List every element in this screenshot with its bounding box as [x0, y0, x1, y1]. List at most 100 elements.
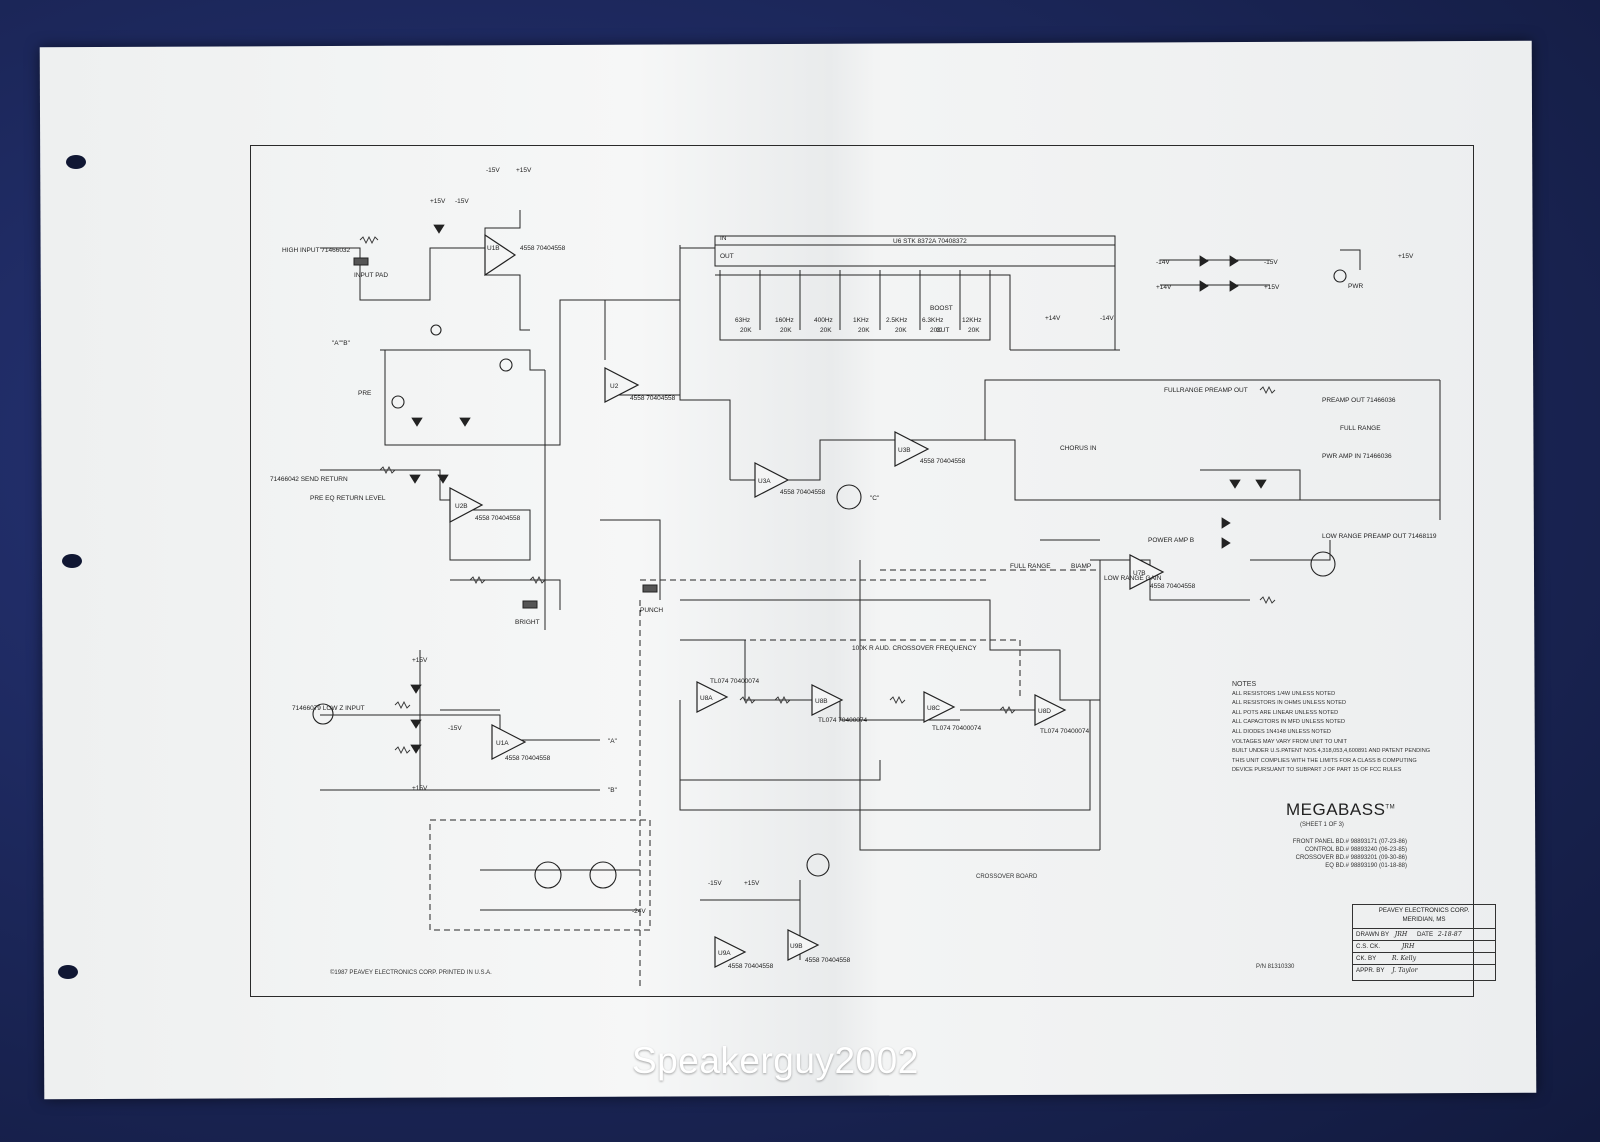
copyright: ©1987 PEAVEY ELECTRONICS CORP. PRINTED I…	[330, 970, 492, 976]
wire	[679, 700, 1091, 811]
wire	[680, 599, 1100, 701]
product-title: MEGABASSTM	[1286, 800, 1395, 820]
resistor	[739, 695, 756, 705]
supply-label: +15V	[412, 785, 428, 792]
supply-label: +15V	[1264, 284, 1280, 291]
opamp-u8b	[811, 684, 844, 716]
label-in: IN	[720, 235, 727, 242]
label-crossover-frequency: 100K R AUD. CROSSOVER FREQUENCY	[852, 645, 977, 652]
label-node-b: "B"	[608, 787, 618, 794]
lamp	[499, 358, 513, 372]
supply-label: -24V	[632, 908, 646, 915]
wire	[600, 519, 661, 600]
ck-by-label: CK. BY	[1356, 955, 1377, 962]
opamp-u8a	[696, 681, 729, 713]
supply-label: +15V	[412, 657, 428, 664]
supply-label: +15V	[1398, 253, 1414, 260]
opamp-u8b-part: TL074 70400074	[818, 717, 868, 724]
label-biamp: BIAMP	[1071, 563, 1091, 570]
drawing-border	[250, 145, 1474, 997]
diode	[459, 417, 471, 427]
opamp-u7b-part: 4558 70404558	[1150, 583, 1196, 590]
company-name: PEAVEY ELECTRONICS CORP.	[1378, 907, 1470, 914]
note-line: ALL RESISTORS IN OHMS UNLESS NOTED	[1232, 700, 1347, 707]
wire	[429, 819, 651, 931]
wire	[760, 639, 1021, 700]
wire	[485, 274, 530, 331]
product-name: MEGABASS	[1286, 800, 1386, 819]
binder-hole	[58, 965, 78, 979]
cs-ck-value: JRH	[1401, 943, 1415, 950]
supply-label: -14V	[1100, 315, 1114, 322]
opamp-u3a-label: U3A	[758, 478, 771, 485]
company-location: MERIDIAN, MS	[1402, 916, 1446, 923]
supply-label: -15V	[448, 725, 462, 732]
board-list: FRONT PANEL BD.# 98893171 (07-23-86) CON…	[1272, 838, 1407, 870]
opamp-u1b	[484, 233, 517, 277]
wire	[715, 244, 1116, 350]
wire	[719, 270, 991, 341]
opamp-u8d-label: U8D	[1038, 708, 1051, 715]
opamp-u1a	[491, 724, 527, 760]
note-line: DEVICE PURSUANT TO SUBPART J OF PART 15 …	[1232, 767, 1402, 774]
supply-label: -15V	[486, 167, 500, 174]
label-low-range-preamp-out: LOW RANGE PREAMP OUT 71468119	[1322, 533, 1437, 540]
label-bright: BRIGHT	[515, 619, 540, 626]
diode	[411, 417, 423, 427]
part-number: P/N 81310330	[1256, 964, 1295, 970]
wire	[679, 300, 731, 480]
diode	[410, 719, 422, 729]
diode	[1199, 280, 1209, 292]
eq-band-label: 400Hz	[814, 317, 833, 324]
resistor	[1259, 595, 1276, 605]
opamp-u7b	[1129, 554, 1165, 590]
appr-by-label: APPR. BY	[1356, 967, 1385, 974]
note-line: BUILT UNDER U.S.PATENT NOS.4,318,053,4,6…	[1232, 748, 1431, 755]
title-block: PEAVEY ELECTRONICS CORP. MERIDIAN, MS DR…	[1352, 904, 1496, 981]
date-label: DATE	[1417, 931, 1434, 938]
eq-band-value: 20K	[895, 327, 907, 334]
opamp-u8c-label: U8C	[927, 705, 940, 712]
diode	[1229, 255, 1239, 267]
drawn-by-row: DRAWN BY JRH DATE 2-18-87	[1353, 929, 1495, 941]
label-node-a: "A"	[608, 738, 618, 745]
wire	[380, 349, 545, 371]
eq-band-value: 20K	[780, 327, 792, 334]
label-power-amp-b: POWER AMP B	[1148, 537, 1194, 544]
wire	[1200, 469, 1301, 500]
label-node-c: "C"	[870, 495, 880, 502]
notes-block: NOTES ALL RESISTORS 1/4W UNLESS NOTED AL…	[1232, 680, 1430, 776]
wire	[1340, 249, 1361, 270]
notes-heading: NOTES	[1232, 681, 1257, 688]
label-cut: CUT	[936, 327, 949, 334]
cs-ck-row: C.S. CK. JRH	[1353, 941, 1495, 953]
supply-label: -15V	[1264, 259, 1278, 266]
date-value: 2-18-87	[1437, 931, 1462, 938]
wire	[450, 579, 561, 610]
opamp-u3a	[754, 462, 790, 498]
resistor	[469, 575, 486, 585]
eq-band-label: 160Hz	[775, 317, 794, 324]
wire	[604, 247, 715, 360]
supply-label: +15V	[430, 198, 446, 205]
label-input-pad: INPUT PAD	[354, 272, 388, 279]
opamp-u9a-label: U9A	[718, 950, 731, 957]
diode	[1221, 517, 1231, 529]
eq-band-value: 20K	[968, 327, 980, 334]
appr-by-value: J. Taylor	[1392, 967, 1418, 974]
eq-band-value: 20K	[820, 327, 832, 334]
resistor	[774, 695, 791, 705]
opamp-u9a	[714, 936, 747, 968]
diode	[1229, 479, 1241, 489]
diode	[437, 474, 449, 484]
diode	[410, 744, 422, 754]
opamp-u8a-part: TL074 70400074	[710, 678, 760, 685]
switch-s1	[353, 257, 369, 266]
board-line: EQ BD.# 98893190 (01-18-88)	[1325, 863, 1407, 869]
board-line: CROSSOVER BD.# 98893201 (09-30-86)	[1295, 855, 1407, 861]
eq-ic-u6	[714, 235, 1116, 267]
supply-label: +14V	[1156, 284, 1172, 291]
wire	[1250, 540, 1331, 561]
xlr-j6	[1310, 551, 1336, 577]
